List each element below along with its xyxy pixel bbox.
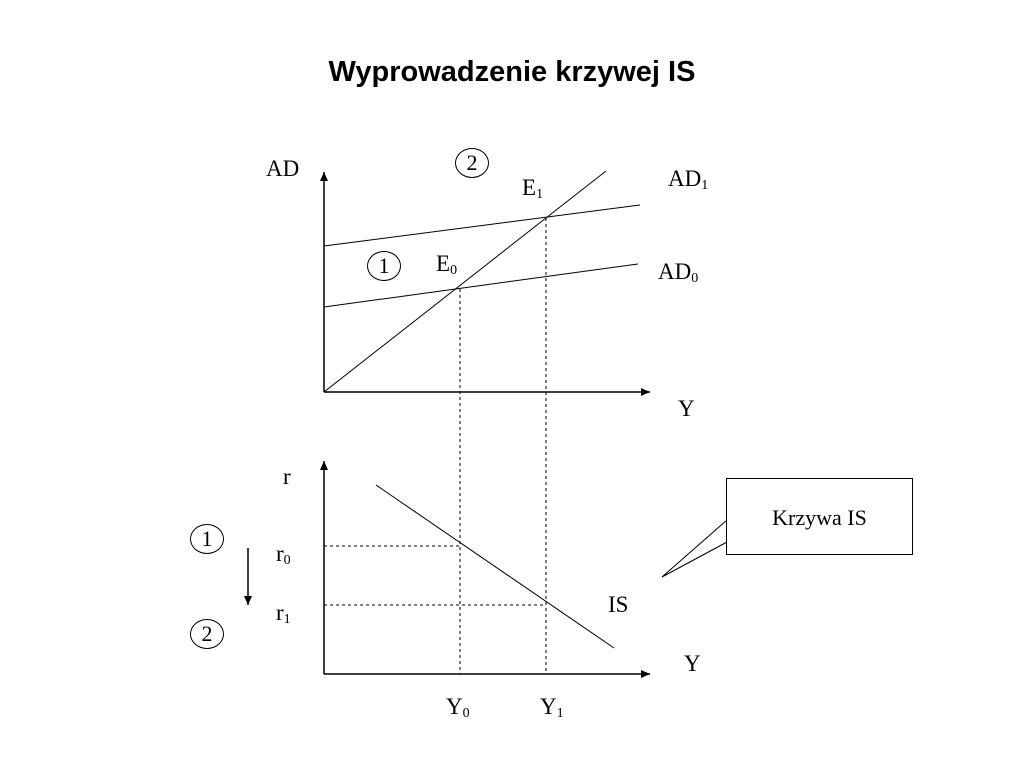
r1-label: r1 xyxy=(276,600,291,627)
ad0-curve xyxy=(323,263,639,308)
e0-label: E0 xyxy=(436,251,458,278)
ad1-label: AD1 xyxy=(668,166,709,193)
ad1-curve xyxy=(323,204,641,247)
forty-five-degree-line xyxy=(323,170,607,393)
e1-label: E1 xyxy=(522,175,544,202)
bottom-step-marker-2: 2 xyxy=(190,619,224,649)
bottom-step-marker-1: 1 xyxy=(190,524,224,554)
y0-label: Y0 xyxy=(446,694,470,721)
top-step-marker-1: 1 xyxy=(367,251,401,281)
y1-label: Y1 xyxy=(540,694,564,721)
top-y-axis-label: AD xyxy=(266,156,300,181)
page-title: Wyprowadzenie krzywej IS xyxy=(328,56,696,88)
bottom-x-axis-label: Y xyxy=(684,651,701,676)
bottom-y-axis-label: r xyxy=(283,464,291,489)
callout-box: Krzywa IS xyxy=(726,478,913,555)
r0-label: r0 xyxy=(276,541,291,568)
is-curve-label: IS xyxy=(608,592,629,617)
ad0-label: AD0 xyxy=(658,259,699,286)
top-x-axis-label: Y xyxy=(678,396,695,421)
is-curve xyxy=(375,484,615,649)
callout-pointer xyxy=(661,519,728,578)
top-step-marker-2: 2 xyxy=(455,148,489,178)
